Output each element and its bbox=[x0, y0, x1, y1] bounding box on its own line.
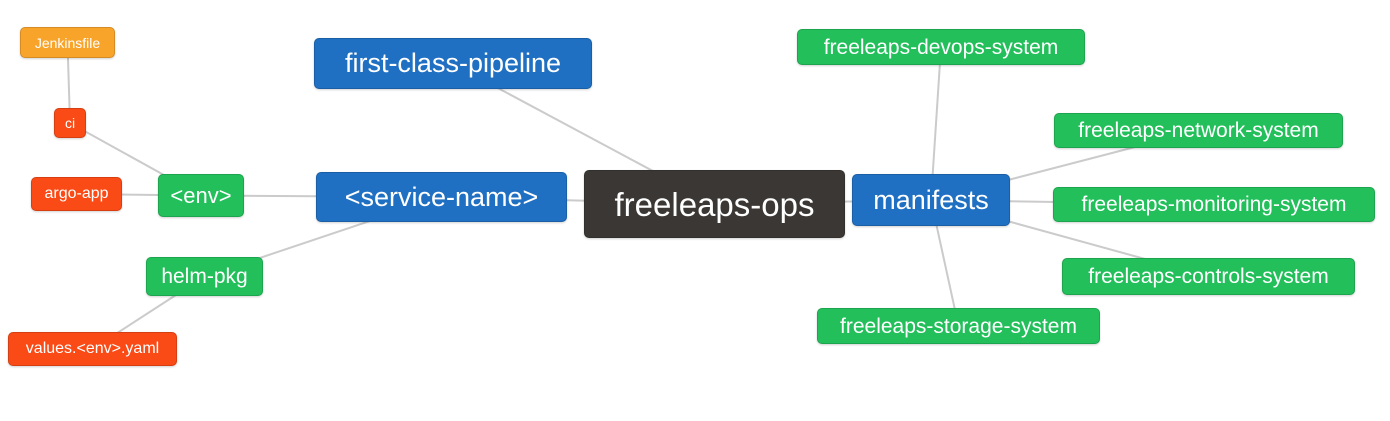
node-freeleaps-monitoring-system[interactable]: freeleaps-monitoring-system bbox=[1053, 187, 1375, 222]
node-values-env-yaml[interactable]: values.<env>.yaml bbox=[8, 332, 177, 366]
node-argo-app[interactable]: argo-app bbox=[31, 177, 122, 211]
node-freeleaps-devops-system[interactable]: freeleaps-devops-system bbox=[797, 29, 1085, 65]
node-jenkinsfile[interactable]: Jenkinsfile bbox=[20, 27, 115, 58]
node-ci[interactable]: ci bbox=[54, 108, 86, 138]
node-service-name[interactable]: <service-name> bbox=[316, 172, 567, 222]
node-env[interactable]: <env> bbox=[158, 174, 244, 217]
node-freeleaps-controls-system[interactable]: freeleaps-controls-system bbox=[1062, 258, 1355, 295]
node-first-class-pipeline[interactable]: first-class-pipeline bbox=[314, 38, 592, 89]
node-freeleaps-storage-system[interactable]: freeleaps-storage-system bbox=[817, 308, 1100, 344]
node-root-freeleaps-ops[interactable]: freeleaps-ops bbox=[584, 170, 845, 238]
node-freeleaps-network-system[interactable]: freeleaps-network-system bbox=[1054, 113, 1343, 148]
node-manifests[interactable]: manifests bbox=[852, 174, 1010, 226]
node-helm-pkg[interactable]: helm-pkg bbox=[146, 257, 263, 296]
